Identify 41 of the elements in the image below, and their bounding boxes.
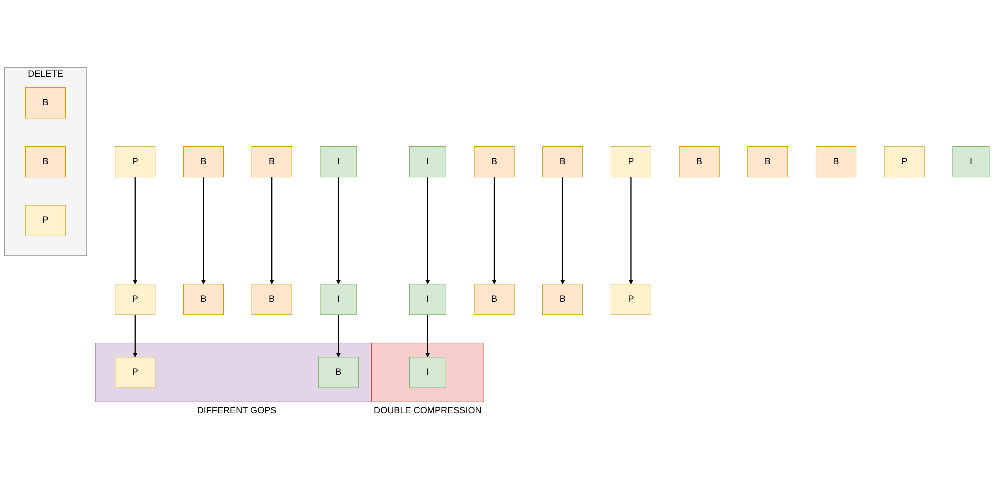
node-box: B	[679, 146, 720, 178]
node-box: B	[183, 284, 224, 316]
node-box: I	[952, 146, 990, 178]
node-box: B	[816, 146, 857, 178]
arrow	[270, 177, 275, 285]
arrow	[492, 177, 497, 285]
node-box: B	[542, 146, 584, 178]
arrow	[628, 177, 634, 285]
cluster	[371, 342, 484, 402]
node-box: P	[25, 205, 66, 236]
node-box: I	[320, 146, 358, 178]
node-box: P	[115, 284, 156, 316]
node-box: B	[25, 88, 66, 119]
node-box: B	[252, 146, 292, 178]
node-box: B	[183, 146, 224, 178]
node-box: P	[610, 284, 652, 316]
arrow	[425, 314, 430, 358]
node-box: B	[474, 284, 515, 316]
node-box: I	[409, 357, 446, 388]
node-box: B	[474, 146, 515, 178]
arrow	[132, 314, 138, 358]
arrow	[201, 177, 206, 285]
arrow	[336, 314, 342, 358]
node-box: I	[320, 284, 358, 316]
node-box: P	[115, 146, 156, 178]
node-label: DIFFERENT GOPS	[197, 406, 277, 416]
node-box: B	[748, 146, 788, 178]
node-label: DOUBLE COMPRESSION	[374, 406, 482, 416]
node-box: P	[115, 357, 156, 388]
node-box: P	[884, 146, 925, 178]
node-box: I	[409, 284, 446, 316]
node-box: I	[409, 146, 446, 178]
node-box: B	[252, 284, 292, 316]
node-box: B	[318, 357, 359, 388]
node-box: B	[542, 284, 584, 316]
node-box: P	[610, 146, 652, 178]
node-box: B	[25, 146, 66, 178]
arrow	[560, 177, 566, 285]
arrow	[132, 177, 138, 285]
arrow	[425, 177, 430, 285]
arrow	[336, 177, 342, 285]
